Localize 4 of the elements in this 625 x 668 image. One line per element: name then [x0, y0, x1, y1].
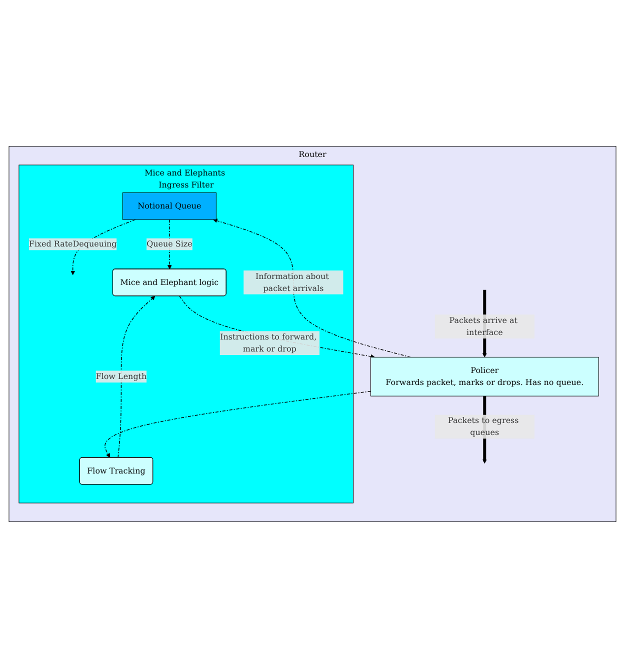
- arrow: [213, 218, 411, 358]
- arrow: [179, 296, 375, 359]
- arrow: [118, 296, 156, 458]
- arrow: [104, 390, 372, 458]
